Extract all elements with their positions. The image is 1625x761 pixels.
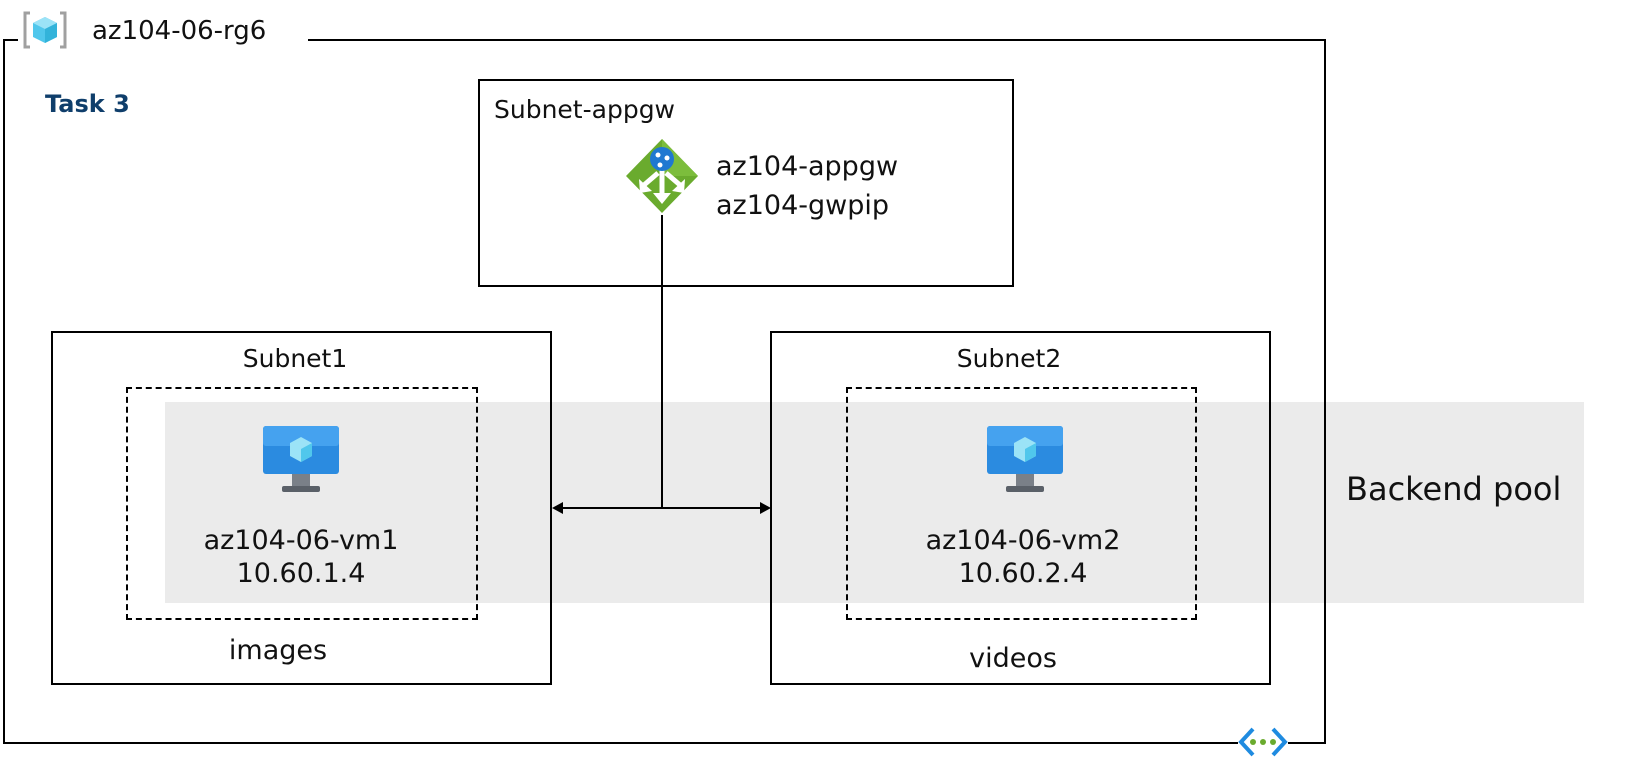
- subnet1-path: images: [228, 635, 328, 666]
- subnet1-label: Subnet1: [242, 344, 348, 373]
- virtual-network-icon: [1238, 727, 1288, 757]
- subnet2-box: [770, 331, 1271, 685]
- subnet1-box: [51, 331, 552, 685]
- subnet2-label: Subnet2: [956, 344, 1062, 373]
- subnet-appgw-label: Subnet-appgw: [494, 95, 676, 124]
- virtual-machine-icon: [987, 426, 1063, 492]
- backend-pool-band: [165, 402, 1584, 603]
- arrow-head-right: [760, 502, 771, 514]
- vm1-ip: 10.60.1.4: [236, 558, 366, 589]
- appgw-name: az104-appgw: [716, 151, 899, 182]
- resource-group-icon: [23, 11, 67, 49]
- vm1-dashed-box: [126, 387, 478, 620]
- resource-group-container: [3, 39, 1326, 744]
- application-gateway-icon: [626, 139, 698, 213]
- task-label: Task 3: [45, 90, 130, 118]
- appgw-public-ip: az104-gwpip: [716, 190, 889, 221]
- subnet-appgw-box: [478, 79, 1014, 287]
- vm2-dashed-box: [846, 387, 1197, 620]
- resource-group-name: az104-06-rg6: [92, 16, 267, 46]
- vm2-name: az104-06-vm2: [925, 525, 1121, 556]
- backend-pool-label: Backend pool: [1346, 470, 1562, 508]
- subnet2-path: videos: [969, 643, 1057, 674]
- virtual-machine-icon: [263, 426, 339, 492]
- vm1-name: az104-06-vm1: [203, 525, 399, 556]
- arrow-head-left: [552, 502, 563, 514]
- vm2-ip: 10.60.2.4: [958, 558, 1088, 589]
